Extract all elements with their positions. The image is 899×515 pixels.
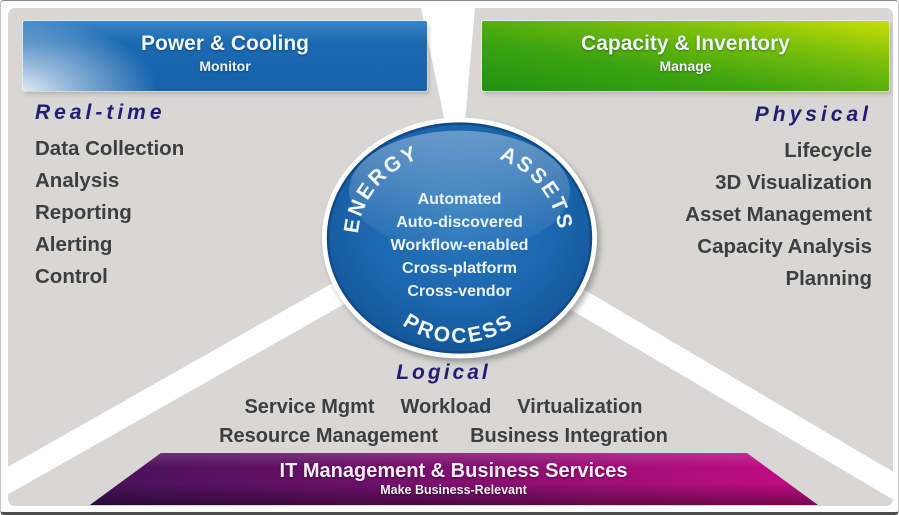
realtime-heading: Real-time	[35, 101, 166, 124]
logical-item: Business Integration	[470, 425, 668, 447]
logical-item: Service Mgmt	[244, 396, 375, 418]
list-item: 3D Visualization	[715, 171, 872, 194]
capacity-inventory-title: Capacity & Inventory	[581, 32, 790, 55]
list-item: Planning	[785, 267, 872, 290]
capacity-inventory-header: Capacity & Inventory Manage	[482, 21, 889, 91]
list-item: Data Collection	[35, 137, 185, 160]
power-cooling-subtitle: Monitor	[199, 58, 251, 74]
physical-panel: Physical Lifecycle 3D Visualization Asse…	[685, 103, 872, 295]
list-item: Capacity Analysis	[697, 235, 872, 258]
logical-row-1: Service Mgmt Workload Virtualization	[1, 396, 886, 419]
list-item: Asset Management	[685, 203, 872, 226]
circle-text-line: Auto-discovered	[396, 213, 523, 231]
circle-gloss	[349, 130, 570, 252]
it-management-band: IT Management & Business Services Make B…	[90, 453, 818, 505]
it-management-subtitle: Make Business-Relevant	[380, 483, 527, 497]
core-process-circle: ENERGY ASSETS PROCESS Automated Auto-dis…	[322, 117, 597, 359]
list-item: Alerting	[35, 233, 113, 256]
capacity-inventory-subtitle: Manage	[659, 58, 712, 74]
list-item: Lifecycle	[784, 139, 872, 162]
power-cooling-title: Power & Cooling	[141, 32, 309, 55]
circle-text-line: Automated	[418, 190, 502, 208]
realtime-panel: Real-time Data Collection Analysis Repor…	[35, 101, 184, 293]
circle-text-line: Cross-platform	[402, 259, 517, 277]
list-item: Reporting	[35, 201, 132, 224]
list-item: Analysis	[35, 169, 120, 192]
it-management-title: IT Management & Business Services	[279, 460, 628, 482]
power-cooling-header: Power & Cooling Monitor	[23, 21, 427, 91]
circle-text-line: Cross-vendor	[407, 282, 511, 300]
list-item: Control	[35, 265, 108, 288]
logical-item: Virtualization	[517, 396, 643, 418]
logical-row-2: Resource Management Business Integration	[1, 425, 886, 448]
physical-heading: Physical	[754, 103, 872, 126]
logical-item: Workload	[400, 396, 492, 418]
logical-heading: Logical	[396, 361, 491, 384]
circle-text-line: Workflow-enabled	[391, 236, 529, 254]
logical-item: Resource Management	[219, 425, 439, 447]
